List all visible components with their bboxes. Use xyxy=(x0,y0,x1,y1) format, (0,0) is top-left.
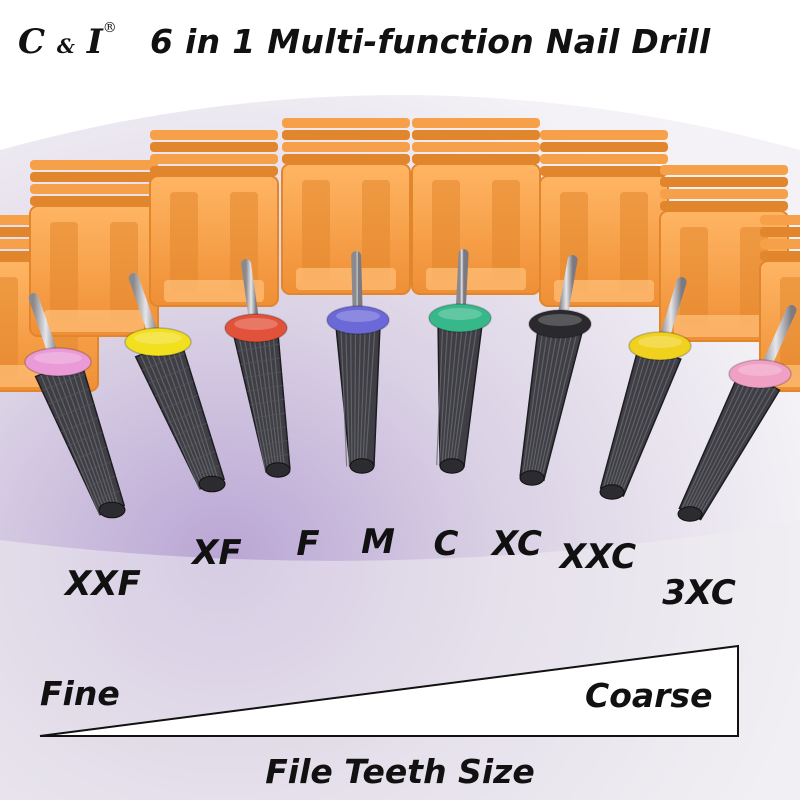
grade-label-xc: XC xyxy=(492,524,542,564)
grade-label-xf: XF xyxy=(192,533,242,573)
bit-holder xyxy=(659,165,789,342)
bit-holder xyxy=(539,130,669,307)
grade-label-xxf: XXF xyxy=(65,564,141,604)
grade-label-m: M xyxy=(361,522,395,562)
grade-label-c: C xyxy=(433,524,459,564)
headline: 6 in 1 Multi-function Nail Drill xyxy=(150,22,711,61)
grade-label-xxc: XXC xyxy=(559,537,637,577)
grade-label-3xc: 3XC xyxy=(662,573,736,613)
drill-bit xyxy=(224,259,291,478)
drill-bit xyxy=(428,249,492,474)
drill-bit xyxy=(519,255,592,486)
scale-caption: File Teeth Size xyxy=(265,752,535,791)
drill-bit xyxy=(599,277,692,500)
scale-wedge xyxy=(39,644,739,737)
bit-holder xyxy=(149,130,279,307)
title-bar: C & I® 6 in 1 Multi-function Nail Drill xyxy=(0,8,800,68)
brand-letter-i: I xyxy=(86,22,103,62)
registered-mark: ® xyxy=(102,20,117,36)
bit-holder xyxy=(29,160,159,337)
brand-ampersand: & xyxy=(56,34,75,58)
scale-label-fine: Fine xyxy=(40,674,120,713)
scale-label-coarse: Coarse xyxy=(585,676,713,715)
brand-letter-c: C xyxy=(18,22,46,62)
drill-bit xyxy=(24,293,126,519)
grade-label-f: F xyxy=(296,524,320,564)
drill-bit xyxy=(326,251,390,474)
brand-logo: C & I® xyxy=(18,20,117,62)
drill-bit xyxy=(124,273,226,493)
bit-holder xyxy=(281,118,411,295)
drill-bit xyxy=(677,305,797,522)
drill-bit-row xyxy=(0,118,800,522)
bit-holder xyxy=(411,118,541,295)
